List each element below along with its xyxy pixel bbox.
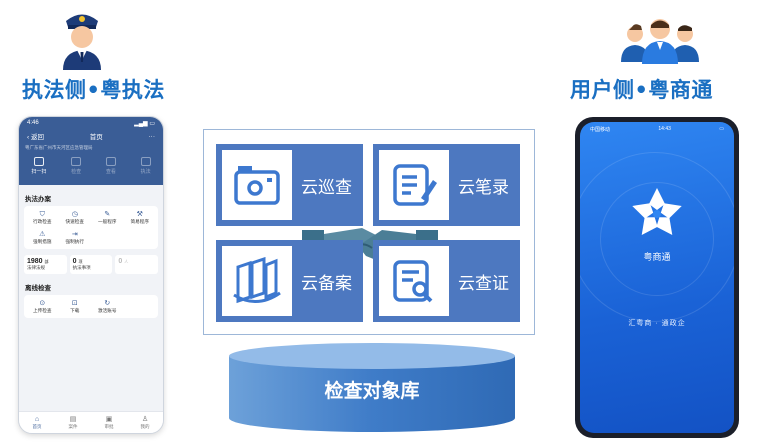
users-group-icon [621,19,699,64]
database-label: 检查对象库 [324,380,420,402]
enforce-grid: ⛉行政检查 ◷快速检查 ✎一般程序 ⚒简易程序 ⚠强制措施 ⇥强制执行 [24,206,158,249]
user-icon: ♙ [141,415,149,423]
grid-item-compulsory-execution[interactable]: ⇥强制执行 [65,231,84,244]
page-title: 首页 [89,134,103,141]
tile-label: 云备案 [301,273,352,294]
quick-action-view[interactable]: 查看 [105,157,116,175]
tile-label: 云笔录 [458,177,509,198]
grid-item-upload-check[interactable]: ⊙上传检查 [33,300,52,313]
folders-icon [233,257,281,304]
signal-battery-icon: ▂▄▆ ▭ [134,121,155,127]
view-icon [105,157,116,166]
app-name: 粤商通 [643,252,671,262]
shield-icon: ⛉ [39,211,45,218]
home-icon: ⌂ [34,415,40,423]
back-button[interactable]: ‹ 返回 [27,134,44,141]
camera-icon [234,166,280,205]
tab-mine[interactable]: ♙我的 [140,415,150,429]
search-document-icon [393,260,433,303]
status-time: 4:46 [27,120,39,126]
tile-cloud-filing[interactable]: 云备案 [216,240,363,322]
clock-icon: ◷ [71,211,78,218]
battery-icon: ▭ [719,126,724,132]
police-officer-icon [63,14,101,70]
splash-screen: 中国移动 14:43 ▭ 粤商通 汇粤商 · 通政企 [580,122,734,433]
scan-icon [33,157,44,166]
quick-action-check[interactable]: 检查 [71,157,81,175]
app-slogan: 汇粤商 · 通政企 [628,320,686,327]
approval-icon: ▣ [105,415,113,423]
app-header: 4:46 ▂▄▆ ▭ ‹ 返回 首页 ··· 粤广东省广州市天河区应急管理局 扫… [19,117,163,185]
enforcement-app-phone: 4:46 ▂▄▆ ▭ ‹ 返回 首页 ··· 粤广东省广州市天河区应急管理局 扫… [18,116,164,434]
tab-cases[interactable]: ▤案件 [68,415,78,429]
alert-icon: ⚠ [39,231,46,238]
carrier-label: 中国移动 [590,127,611,133]
status-time: 14:43 [658,126,671,132]
org-subtitle: 粤广东省广州市天河区应急管理局 [25,145,93,150]
download-icon: ⊡ [71,300,78,307]
more-menu-button[interactable]: ··· [148,132,155,140]
tile-label: 云查证 [458,273,509,294]
grid-item-quick-check[interactable]: ◷快速检查 [65,211,84,224]
grid-item-admin-check[interactable]: ⛉行政检查 [33,211,52,224]
hammer-icon: ⚒ [136,211,143,218]
stat-people[interactable]: 0 人 [115,255,159,274]
tile-cloud-notes[interactable]: 云笔录 [373,144,520,226]
database-icon [229,343,515,432]
tab-home[interactable]: ⌂首页 [32,415,42,429]
section-title-offline: 离线检查 [25,285,51,292]
upload-icon: ⊙ [39,300,46,307]
grid-item-compulsory-measures[interactable]: ⚠强制措施 [33,231,52,244]
tile-cloud-verification[interactable]: 云查证 [373,240,520,322]
enforcement-side-title: 执法侧•粤执法 [22,78,165,102]
tile-cloud-inspection[interactable]: 云巡查 [216,144,363,226]
tile-label: 云巡查 [301,177,352,198]
pencil-icon: ✎ [104,211,111,218]
stat-laws[interactable]: 1980 部 法律法规 [24,255,67,274]
notes-icon [393,164,437,206]
yueshangtong-logo [632,188,682,236]
section-title-enforce: 执法办案 [25,196,51,203]
enforce-icon [140,157,151,166]
stat-items[interactable]: 0 项 执法事项 [69,255,113,274]
refresh-icon: ↻ [104,300,111,307]
tab-approval[interactable]: ▣审批 [104,415,114,429]
exit-icon: ⇥ [71,231,78,238]
offline-grid: ⊙上传检查 ⊡下载 ↻激活账号 [24,295,158,318]
document-icon: ▤ [69,415,77,423]
grid-item-general-procedure[interactable]: ✎一般程序 [98,211,117,224]
check-icon [71,157,82,166]
quick-action-scan[interactable]: 扫一扫 [31,157,46,175]
grid-item-simple-procedure[interactable]: ⚒简易程序 [130,211,149,224]
bottom-tab-bar: ⌂首页 ▤案件 ▣审批 ♙我的 [19,411,163,433]
user-app-phone: 中国移动 14:43 ▭ 粤商通 汇粤商 · 通政企 [575,117,739,438]
grid-item-download[interactable]: ⊡下载 [70,300,80,313]
quick-action-enforce[interactable]: 执法 [140,157,151,175]
grid-item-activate-account[interactable]: ↻激活账号 [98,300,117,313]
user-side-title: 用户侧•粤商通 [570,78,713,102]
